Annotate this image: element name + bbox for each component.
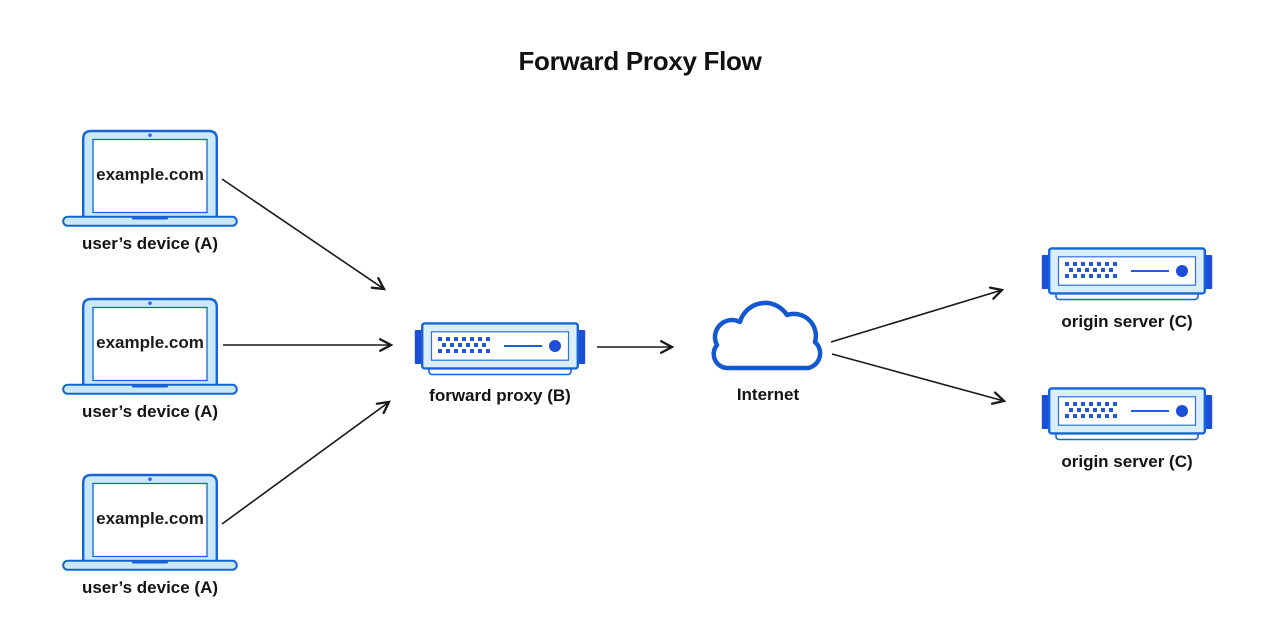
- node-origin-server-2: origin server (C): [1041, 387, 1213, 472]
- server-icon: [1041, 387, 1213, 441]
- cloud-icon: [711, 300, 823, 371]
- arrow-device1-to-proxy: [221, 178, 384, 289]
- laptop-icon: [62, 473, 238, 571]
- node-user-device-2: example.com user’s device (A): [62, 297, 238, 422]
- laptop-icon: [62, 129, 238, 227]
- node-internet: Internet: [702, 294, 834, 405]
- origin-label: origin server (C): [1061, 312, 1193, 331]
- device-screen-url: example.com: [96, 333, 204, 352]
- arrow-device3-to-proxy: [221, 402, 389, 525]
- node-user-device-3: example.com user’s device (A): [62, 473, 238, 598]
- vent-dots-icon: [1065, 402, 1117, 418]
- diagram-title: Forward Proxy Flow: [518, 46, 762, 76]
- camera-dot-icon: [148, 133, 152, 137]
- device-label: user’s device (A): [81, 402, 219, 421]
- server-icon: [1041, 247, 1213, 301]
- camera-dot-icon: [148, 477, 152, 481]
- status-led-icon: [1176, 265, 1188, 277]
- device-label: user’s device (A): [81, 234, 219, 253]
- server-icon: [414, 322, 586, 376]
- vent-dots-icon: [438, 337, 490, 353]
- proxy-label: forward proxy (B): [429, 386, 571, 405]
- node-origin-server-1: origin server (C): [1041, 247, 1213, 332]
- origin-label: origin server (C): [1061, 452, 1193, 471]
- status-led-icon: [549, 340, 561, 352]
- node-user-device-1: example.com user’s device (A): [62, 129, 238, 254]
- vent-dots-icon: [1065, 262, 1117, 278]
- status-led-icon: [1176, 405, 1188, 417]
- device-screen-url: example.com: [96, 509, 204, 528]
- laptop-icon: [62, 297, 238, 395]
- arrow-internet-to-origin2: [831, 353, 1004, 401]
- device-label: user’s device (A): [81, 578, 219, 597]
- device-screen-url: example.com: [96, 165, 204, 184]
- internet-label: Internet: [736, 385, 800, 404]
- arrow-internet-to-origin1: [830, 290, 1002, 343]
- node-forward-proxy: forward proxy (B): [414, 322, 586, 406]
- camera-dot-icon: [148, 301, 152, 305]
